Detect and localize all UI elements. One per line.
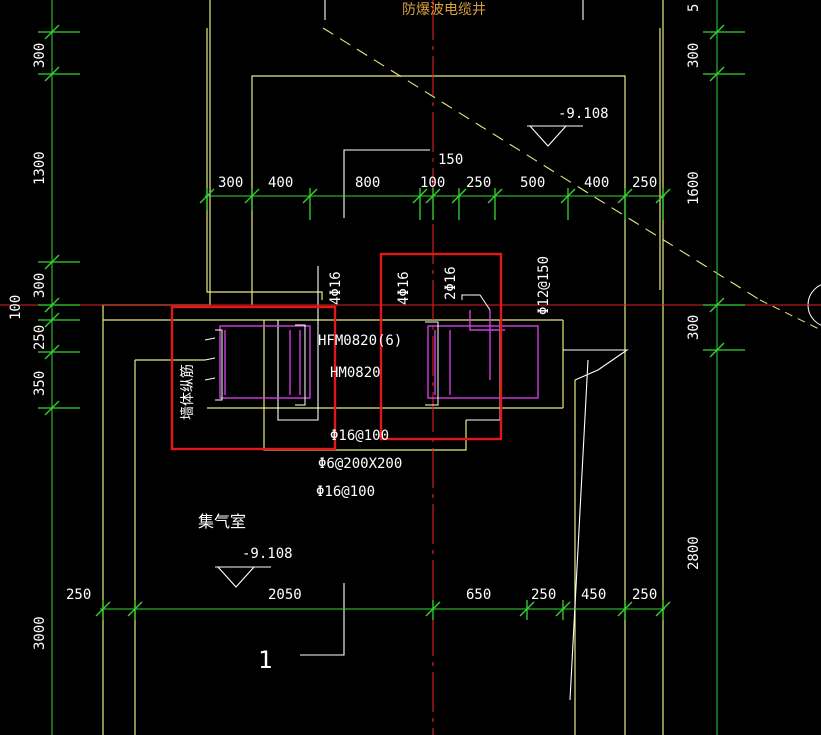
dimension-lines [51,0,718,735]
top-label: 防爆波电缆井 [402,2,486,18]
right-dim: 5 [686,4,702,12]
inner-wall [206,28,323,300]
rebar-label: 2Φ16 [443,266,459,300]
rebar-label: Φ16@100 [316,484,375,500]
elevation-label: -9.108 [242,546,293,562]
rebar-label: 4Φ16 [396,271,412,305]
left-dim: 300 [32,273,48,298]
rebar-cage [427,325,539,399]
dim-ticks [38,24,745,620]
wall-rebar-label: 墙体纵筋 [179,364,196,420]
elevation-label: -9.108 [558,106,609,122]
left-dim: 100 [8,295,24,320]
bottom-dim: 450 [581,587,606,603]
top-dim: 250 [466,175,491,191]
rebar-label: Φ16@100 [330,428,389,444]
left-dim: 350 [32,371,48,396]
diagonal-dash [322,27,761,301]
bottom-dim: 250 [632,587,657,603]
bottom-dim: 250 [531,587,556,603]
right-dim: 1600 [686,171,702,205]
rebar-cage [219,325,311,399]
left-dim: 3000 [32,616,48,650]
rebar-label: Φ6@200X200 [318,456,402,472]
elevation-marker [215,125,583,588]
top-dim: 400 [268,175,293,191]
top-dim: 400 [584,175,609,191]
top-dim: 800 [355,175,380,191]
white-lines [277,0,629,701]
room-label: 集气室 [198,512,246,531]
right-dim: 2800 [686,536,702,570]
top-dim: 250 [632,175,657,191]
bottom-dim: 650 [466,587,491,603]
left-dim: 250 [32,325,48,350]
highlight-box-left [170,305,337,451]
rebar-label: Φ12@150 [536,256,552,315]
top-dim: 500 [520,175,545,191]
top-dim: 100 [420,175,445,191]
rebar-group [219,310,539,399]
left-dim: 300 [32,43,48,68]
door-label: HM0820 [330,365,381,381]
bottom-dim: 2050 [268,587,302,603]
bottom-dim: 250 [66,587,91,603]
axis-number: 1 [258,646,272,674]
left-dim: 1300 [32,151,48,185]
top-dim: 300 [218,175,243,191]
right-dim: 300 [686,315,702,340]
door-leader [343,149,430,218]
highlight-boxes [170,252,503,451]
dim-150: 150 [438,152,463,168]
rebar-label: 4Φ16 [328,271,344,305]
right-dim: 300 [686,43,702,68]
highlight-box-right [379,252,503,441]
door-label: HFM0820(6) [318,333,402,349]
